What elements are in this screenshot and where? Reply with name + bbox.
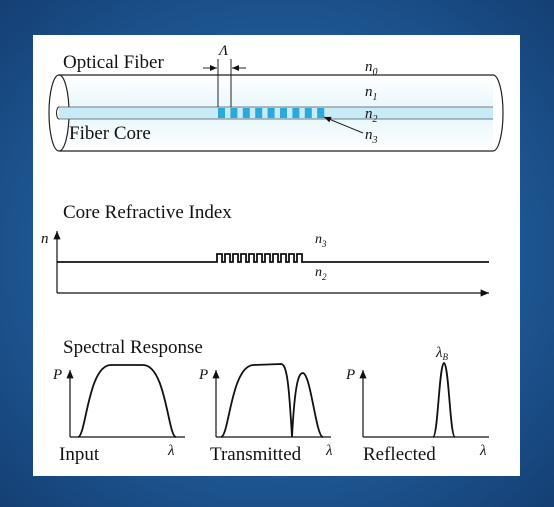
input-spectrum-panel: P λ Input [52, 364, 185, 465]
index-profile-title: Core Refractive Index [63, 202, 232, 223]
fiber-right-end [492, 74, 504, 152]
input-p-label: P [52, 367, 62, 383]
grating-segment [230, 108, 238, 118]
transmitted-label: Transmitted [210, 444, 302, 465]
spectral-title: Spectral Response [63, 337, 203, 358]
bragg-wavelength-label: λB [435, 345, 449, 362]
grating-segment [218, 108, 225, 118]
fiber-core-label: Fiber Core [69, 123, 151, 144]
n3-pointer-arrow [323, 116, 364, 134]
transmitted-lambda-label: λ [325, 443, 333, 459]
grating-segment [255, 108, 263, 118]
input-lambda-label: λ [167, 443, 175, 459]
grating-segment [304, 108, 312, 118]
grating-segment [280, 108, 287, 118]
profile-n3-label: n3 [315, 232, 327, 249]
n3-label: n3 [365, 127, 378, 146]
input-spectrum-curve [77, 364, 177, 438]
transmitted-spectrum-panel: P λ Transmitted [198, 363, 333, 465]
fiber-core [59, 106, 493, 120]
index-labels: n0 n1 n2 n3 [365, 59, 378, 146]
input-label: Input [59, 444, 100, 465]
profile-labels: n3 n2 [315, 232, 327, 282]
fbg-diagram: Optical Fiber Λ Fiber Core n0 n1 n2 n3 C… [41, 43, 504, 465]
grating-segment [267, 108, 275, 118]
grating-segment [242, 108, 250, 118]
grating-segment [317, 108, 325, 118]
transmitted-spectrum-curve [220, 363, 324, 438]
n1-label: n1 [365, 84, 378, 103]
period-marker: Λ [203, 43, 246, 107]
reflected-p-label: P [345, 367, 355, 383]
period-label: Λ [217, 43, 228, 59]
reflected-label: Reflected [363, 444, 436, 465]
figure-panel: Optical Fiber Λ Fiber Core n0 n1 n2 n3 C… [33, 35, 520, 476]
fiber-title: Optical Fiber [63, 52, 164, 73]
bragg-grating [218, 108, 325, 118]
n2-label: n2 [365, 106, 378, 125]
reflected-spectrum-panel: P λ λB Reflected [345, 345, 489, 465]
profile-n2-label: n2 [315, 265, 327, 282]
grating-segment [292, 108, 300, 118]
reflected-peak-curve [432, 362, 456, 438]
index-axis-n: n [41, 231, 49, 247]
reflected-lambda-label: λ [479, 443, 487, 459]
index-profile-curve [57, 253, 489, 263]
transmitted-p-label: P [198, 367, 208, 383]
n0-label: n0 [365, 59, 378, 78]
